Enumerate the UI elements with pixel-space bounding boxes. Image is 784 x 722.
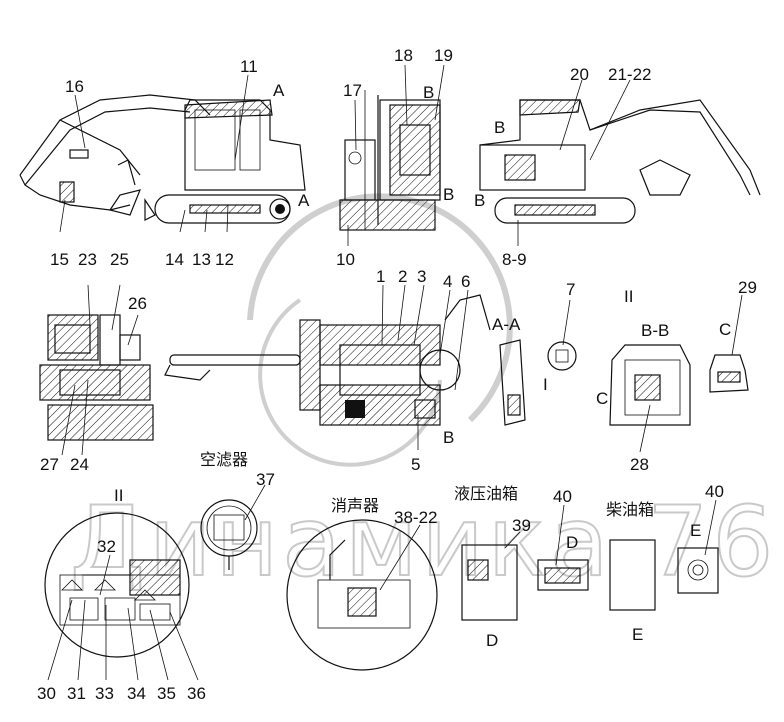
callout-2: 2 [398,267,407,286]
callout-labels: 16 11 17 18 19 20 21-22 15 14 13 12 10 8… [37,46,757,703]
callout-27: 27 [40,455,59,474]
callout-21-22: 21-22 [608,65,651,84]
view-mark-b-cab2: B [443,185,454,204]
callout-4: 4 [443,272,452,291]
callout-14: 14 [165,250,184,269]
callout-37: 37 [256,470,275,489]
callout-16: 16 [65,77,84,96]
upper-structure-section [39,314,154,441]
callout-30: 30 [37,684,56,703]
excavator-side-view-right [479,99,761,224]
view-mark-b-lower: B [443,428,454,447]
callout-17: 17 [343,81,362,100]
view-mark-b-cab: B [423,83,434,102]
excavator-side-view-left [19,94,306,224]
callout-3: 3 [417,267,426,286]
view-mark-d-hydraulic: D [486,631,498,650]
callout-40-hydraulic: 40 [553,487,572,506]
callout-33: 33 [95,684,114,703]
callout-25: 25 [110,250,129,269]
air-filter-detail [200,499,258,570]
callout-32: 32 [97,537,116,556]
callout-18: 18 [394,46,413,65]
component-titles: 空滤器 消声器 液压油箱 柴油箱 [200,450,654,519]
view-mark-roman-ii-top: II [624,287,633,306]
diesel-tank-detail [609,539,719,611]
callout-10: 10 [336,250,355,269]
cab-view-b-b [609,344,749,426]
view-mark-b-right1: B [494,118,505,137]
callout-7: 7 [566,280,575,299]
callout-34: 34 [127,684,146,703]
hydraulic-tank-detail [461,544,589,621]
callout-29: 29 [738,278,757,297]
view-mark-b-b: B-B [641,321,669,340]
callout-28: 28 [630,455,649,474]
callout-31: 31 [67,684,86,703]
callout-12: 12 [215,250,234,269]
muffler-detail [286,519,438,671]
callout-19: 19 [434,46,453,65]
callout-38-22: 38-22 [394,508,437,527]
view-mark-d-tank: D [566,533,578,552]
view-mark-e-fuel: E [632,625,643,644]
callout-24: 24 [70,455,89,474]
section-a-a [499,339,577,426]
view-mark-c-left: C [596,389,608,408]
callout-8-9: 8-9 [502,250,527,269]
callout-20: 20 [570,65,589,84]
view-mark-a-top: A [273,81,285,100]
callout-5: 5 [411,455,420,474]
view-mark-roman-i: I [543,375,548,394]
watermark-text: Динамика 76 [70,486,777,598]
view-mark-e-plate: E [690,521,701,540]
leader-lines [47,64,743,681]
cylinder-assembly [164,294,491,426]
callout-26: 26 [128,294,147,313]
view-mark-a-track: A [298,191,310,210]
excavator-rear-view [339,90,441,231]
callout-1: 1 [376,267,385,286]
view-mark-b-right2: B [474,191,485,210]
title-hydraulic-tank: 液压油箱 [454,484,518,503]
view-markers: A A B B B B B A-A B-B I II II C C D D E … [114,81,731,650]
watermark-logo: Динамика 76 [69,193,777,599]
view-mark-c-right: C [719,320,731,339]
title-muffler: 消声器 [331,496,379,515]
callout-40-diesel: 40 [705,482,724,501]
title-air-filter: 空滤器 [200,450,248,469]
callout-36: 36 [187,684,206,703]
callout-6: 6 [461,272,470,291]
view-mark-roman-ii-detail: II [114,486,123,505]
callout-23: 23 [78,250,97,269]
detail-ii-circle [44,512,190,658]
callout-13: 13 [192,250,211,269]
callout-35: 35 [157,684,176,703]
callout-39: 39 [512,516,531,535]
callout-11: 11 [240,57,258,76]
callout-15: 15 [50,250,69,269]
title-diesel-tank: 柴油箱 [606,500,654,519]
view-mark-a-a: A-A [492,315,521,334]
